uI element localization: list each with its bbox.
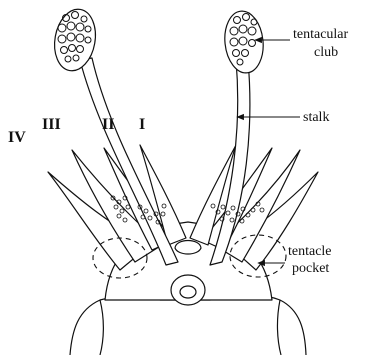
tentacular-club-right [222,9,266,75]
label-arm-iv: IV [8,129,26,146]
buccal-mass [175,241,201,255]
label-tentacle-pocket-line1: tentacle [288,244,332,259]
label-arm-ii: II [102,116,114,133]
label-stalk: stalk [303,110,329,125]
funnel-opening [180,286,196,298]
label-tentacle-pocket-line2: pocket [292,261,329,276]
label-tentacular-club-line2: club [314,45,338,60]
label-arm-i: I [139,116,145,133]
label-arm-iii: III [42,116,61,133]
label-tentacular-club-line1: tentacular [293,27,349,42]
